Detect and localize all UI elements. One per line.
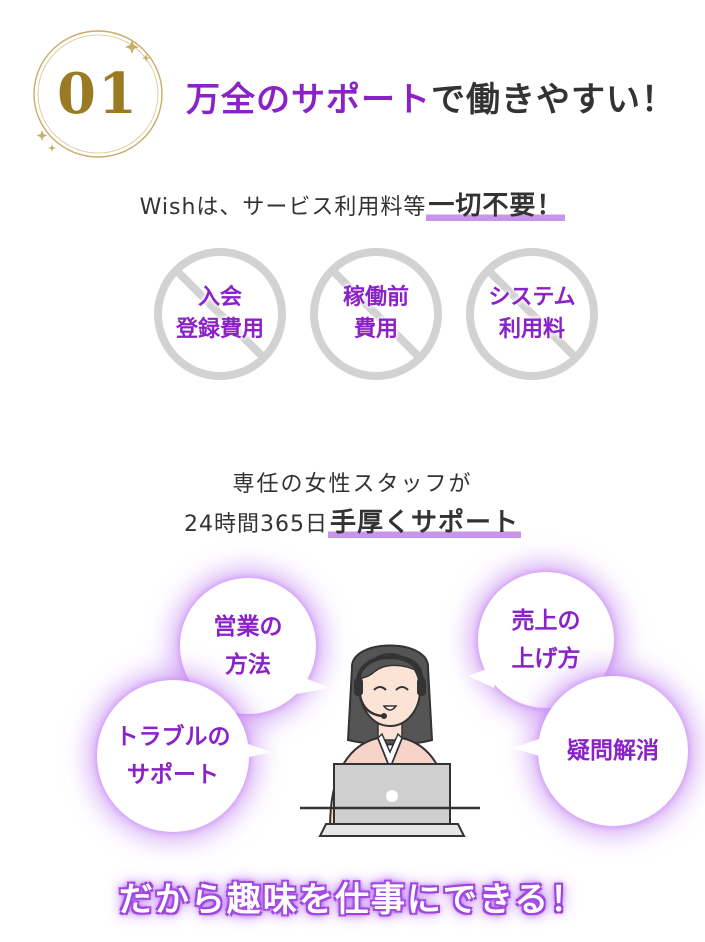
no-fee-label-line1: 稼働前: [342, 285, 409, 310]
fee-statement: Wishは、サービス利用料等一切不要！: [0, 185, 705, 222]
no-fee-label-line1: システム: [488, 285, 576, 310]
bubble-text-line2: サポート: [127, 762, 219, 788]
no-fee-label-line2: 費用: [353, 317, 398, 342]
bubble-text-line2: 上げ方: [511, 646, 581, 672]
bubble-text-line1: トラブルの: [115, 724, 231, 750]
bubble-text-line2: 方法: [225, 652, 271, 678]
no-fee-label-line1: 入会: [197, 285, 242, 310]
staff-statement-line1: 専任の女性スタッフが: [232, 472, 473, 497]
prohibited-icon: [466, 248, 598, 380]
prohibited-icon: [310, 248, 442, 380]
bubble-text-line1: 売上の: [511, 608, 581, 634]
staff-highlight: 手厚くサポート: [327, 508, 521, 538]
headline-accent: 万全のサポート: [186, 80, 431, 120]
no-fee-label-line2: 登録費用: [175, 317, 264, 342]
gold-ring-icon: [33, 30, 163, 158]
section-headline: 万全のサポートで働きやすい！: [186, 72, 676, 121]
fee-lead: Wishは、サービス利用料等: [139, 195, 427, 220]
bubble-questions: 疑問解消: [538, 676, 688, 826]
headline-rest: で働きやすい！: [431, 80, 676, 120]
support-staff-illustration: [300, 644, 480, 837]
section-number: 01: [57, 61, 139, 127]
no-fee-label-line2: 利用料: [498, 317, 565, 342]
bubble-trouble-support: トラブルの サポート: [97, 680, 249, 832]
fee-highlight: 一切不要！: [426, 191, 566, 221]
staff-hours: 24時間365日: [183, 512, 328, 537]
no-fee-item-system: システム 利用料: [462, 244, 602, 384]
bubble-text: 疑問解消: [567, 738, 659, 764]
footer-tagline: だから趣味を仕事にできる！: [118, 880, 587, 920]
staff-statement-line2: 24時間365日手厚くサポート: [0, 502, 705, 539]
bubble-text-line1: 営業の: [213, 614, 283, 640]
prohibited-icon: [154, 248, 286, 380]
number-badge: 01: [28, 26, 168, 162]
no-fee-item-registration: 入会 登録費用: [150, 244, 290, 384]
no-fee-item-pre-work: 稼働前 費用: [306, 244, 446, 384]
